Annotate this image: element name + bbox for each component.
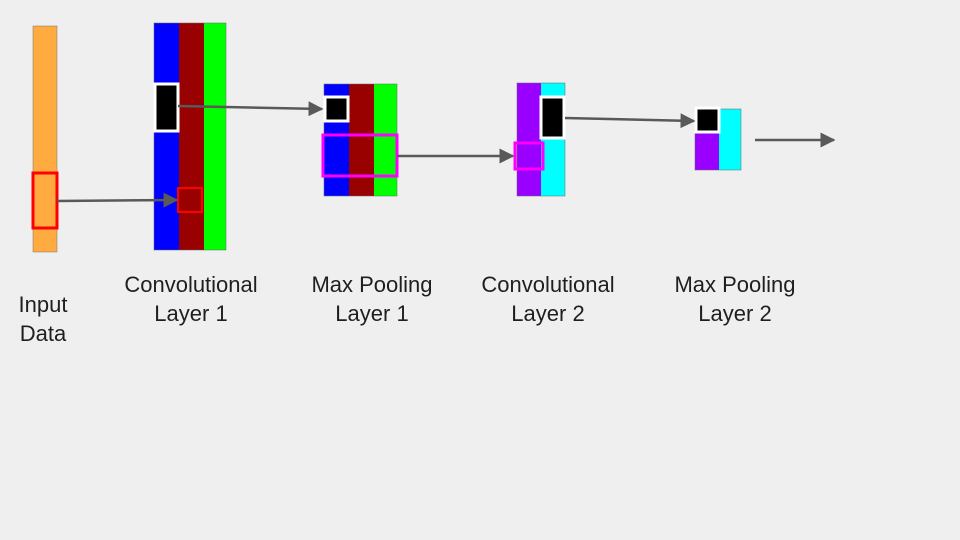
- conv2-map-purple: [517, 83, 541, 196]
- conv1-map-blue: [154, 23, 179, 250]
- pool1-output-unit-black: [323, 95, 350, 123]
- pool1-map-dark-red: [349, 84, 374, 196]
- pool1-map-green: [374, 84, 397, 196]
- conv1-feature-maps: [153, 22, 227, 251]
- label-max-pooling-layer-1: Max Pooling Layer 1: [311, 272, 433, 326]
- conv1-pool-window-black: [153, 82, 180, 133]
- conv2-output-unit-magenta: [513, 141, 545, 171]
- arrow-conv1-to-pool1: [177, 101, 324, 117]
- pool2-output-unit-black: [694, 106, 721, 134]
- label-conv-layer-1: Convolutional Layer 1: [124, 272, 258, 326]
- pool2-map-cyan: [719, 109, 741, 170]
- label-conv-layer-2: Convolutional Layer 2: [481, 272, 615, 326]
- conv1-map-green: [204, 23, 226, 250]
- label-input-data: Input Data: [18, 292, 68, 346]
- arrow-input-to-conv1: [56, 192, 179, 208]
- conv2-pool-window-black: [539, 95, 566, 140]
- input-data-column: [32, 25, 58, 253]
- label-max-pooling-layer-2: Max Pooling Layer 2: [674, 272, 796, 326]
- arrow-conv2-to-pool2: [564, 113, 696, 129]
- conv1-map-dark-red: [179, 23, 204, 250]
